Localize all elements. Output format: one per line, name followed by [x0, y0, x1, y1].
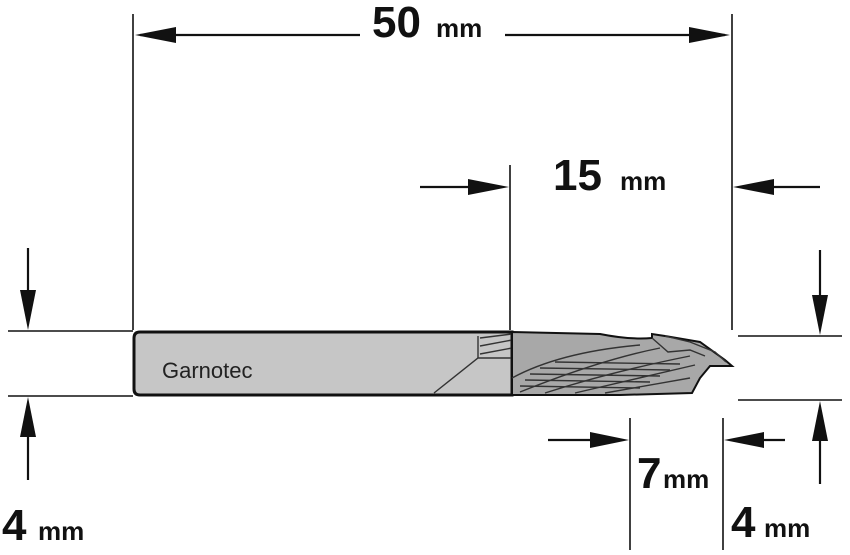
brand-label: Garnotec — [162, 358, 253, 383]
overall-length-value: 50 — [372, 0, 421, 47]
bit-shank — [132, 330, 514, 397]
cutting-diameter-unit: mm — [764, 513, 810, 543]
arrowhead-left — [724, 432, 764, 448]
dimension-cutting-diameter: 4 mm — [731, 250, 828, 547]
shank-diameter-unit: mm — [38, 516, 84, 546]
cutting-length-unit: mm — [620, 166, 666, 196]
arrowhead-down — [812, 295, 828, 335]
flute-section-unit: mm — [663, 464, 709, 494]
arrowhead-up — [20, 397, 36, 437]
arrowhead-left — [135, 27, 176, 43]
flute-section-value: 7 — [637, 449, 661, 498]
dimension-overall-length: 50 mm — [135, 0, 730, 47]
dimension-shank-diameter: 4 mm — [2, 248, 84, 550]
cutting-length-value: 15 — [553, 151, 602, 200]
dimension-cutting-length: 15 mm — [420, 151, 820, 200]
dimension-flute-section: 7 mm — [548, 432, 785, 498]
router-bit: Garnotec — [132, 330, 735, 397]
arrowhead-left — [733, 179, 774, 195]
arrowhead-down — [20, 290, 36, 330]
arrowhead-right — [689, 27, 730, 43]
arrowhead-right — [590, 432, 629, 448]
cutting-diameter-value: 4 — [731, 498, 756, 547]
arrowhead-right — [468, 179, 509, 195]
arrowhead-up — [812, 401, 828, 441]
shank-diameter-value: 4 — [2, 501, 27, 550]
overall-length-unit: mm — [436, 13, 482, 43]
